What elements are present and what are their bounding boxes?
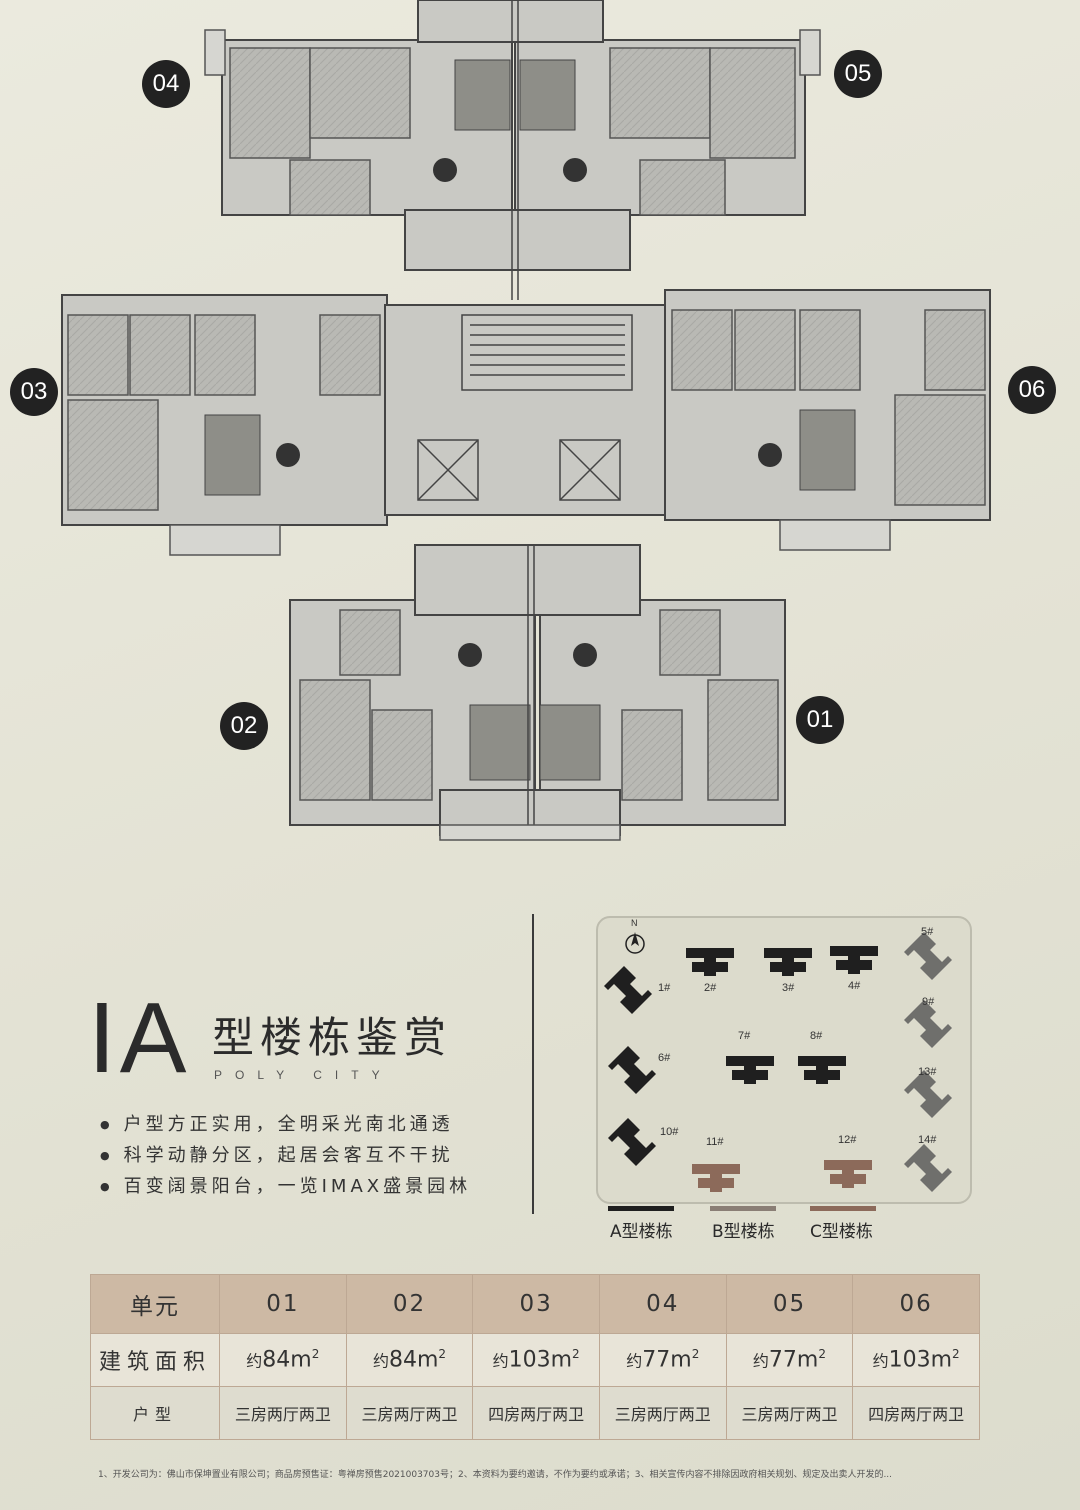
- table-row: 建筑面积 约84m2 约84m2 约103m2 约77m2 约77m2 约103…: [90, 1333, 980, 1387]
- building-label-2: 2#: [704, 982, 717, 994]
- legal-footnote: 1、开发公司为：佛山市保坤置业有限公司；商品房预售证：粤禅房预售20210037…: [98, 1470, 893, 1480]
- area-cell: 约84m2: [345, 1333, 474, 1387]
- site-map-graphic: [604, 932, 952, 1192]
- building-11-icon: [692, 1164, 740, 1192]
- legend-label-b: B型楼栋: [712, 1222, 775, 1242]
- building-label-12: 12#: [838, 1134, 857, 1146]
- area-cell: 约103m2: [472, 1333, 600, 1387]
- unit-cell: 05: [725, 1274, 854, 1334]
- building-type-mark: IA: [88, 982, 191, 1094]
- building-2-icon: [686, 948, 734, 976]
- divider: [532, 914, 534, 1214]
- layout-cell: 三房两厅两卫: [598, 1386, 727, 1440]
- building-7-icon: [726, 1056, 774, 1084]
- page-subtitle: POLY CITY: [214, 1068, 393, 1082]
- page-title: 型楼栋鉴赏: [212, 1013, 453, 1062]
- building-label-1: 1#: [658, 982, 671, 994]
- building-12-icon: [824, 1160, 872, 1188]
- building-9-icon: [904, 1000, 952, 1048]
- building-label-3: 3#: [782, 982, 795, 994]
- unit-cell: 06: [852, 1274, 980, 1334]
- feature-item: 科学动静分区，起居会客互不干扰: [100, 1141, 471, 1166]
- unit-spec-table: 单元 01 02 03 04 05 06 建筑面积 约84m2 约84m2 约1…: [90, 1274, 980, 1440]
- row-header-area: 建筑面积: [90, 1333, 220, 1387]
- building-13-icon: [904, 1070, 952, 1118]
- building-3-icon: [764, 948, 812, 976]
- table-row: 户型 三房两厅两卫 三房两厅两卫 四房两厅两卫 三房两厅两卫 三房两厅两卫 四房…: [90, 1386, 980, 1440]
- legend-label-c: C型楼栋: [810, 1222, 873, 1242]
- central-core: [384, 304, 666, 516]
- building-label-4: 4#: [848, 980, 861, 992]
- legend-label-a: A型楼栋: [610, 1222, 673, 1242]
- unit-cell: 03: [472, 1274, 600, 1334]
- building-label-11: 11#: [706, 1136, 724, 1148]
- unit-label-04: 04: [142, 60, 190, 108]
- area-cell: 约77m2: [598, 1333, 727, 1387]
- building-label-5: 5#: [921, 926, 934, 938]
- unit-label-06: 06: [1008, 366, 1056, 414]
- building-4-icon: [830, 946, 878, 974]
- feature-list: 户型方正实用，全明采光南北通透 科学动静分区，起居会客互不干扰 百变阔景阳台，一…: [100, 1110, 471, 1203]
- feature-item: 户型方正实用，全明采光南北通透: [100, 1110, 471, 1135]
- layout-cell: 三房两厅两卫: [725, 1386, 854, 1440]
- layout-cell: 三房两厅两卫: [345, 1386, 474, 1440]
- unit-label-01: 01: [796, 696, 844, 744]
- building-10-icon: [608, 1118, 656, 1166]
- unit-label-05: 05: [834, 50, 882, 98]
- unit-label-02: 02: [220, 702, 268, 750]
- unit-cell: 01: [219, 1274, 347, 1334]
- row-header-unit: 单元: [90, 1274, 220, 1334]
- feature-item: 百变阔景阳台，一览IMAX盛景园林: [100, 1172, 471, 1197]
- building-14-icon: [904, 1144, 952, 1192]
- row-header-layout: 户型: [90, 1386, 220, 1440]
- building-label-6: 6#: [658, 1052, 671, 1064]
- legend-swatch-c: [810, 1206, 876, 1211]
- legend-swatch-b: [710, 1206, 776, 1211]
- building-label-8: 8#: [810, 1030, 823, 1042]
- table-row: 单元 01 02 03 04 05 06: [90, 1274, 980, 1334]
- building-label-14: 14#: [918, 1134, 937, 1146]
- area-cell: 约84m2: [219, 1333, 347, 1387]
- compass-icon: [625, 932, 645, 954]
- building-label-13: 13#: [918, 1066, 937, 1078]
- floor-plan: [61, 0, 991, 841]
- building-label-10: 10#: [660, 1126, 679, 1138]
- legend-swatch-a: [608, 1206, 674, 1211]
- unit-cell: 02: [345, 1274, 474, 1334]
- building-5-icon: [904, 932, 952, 980]
- unit-cell: 04: [598, 1274, 727, 1334]
- building-label-7: 7#: [738, 1030, 751, 1042]
- building-label-9: 9#: [922, 996, 935, 1008]
- layout-cell: 四房两厅两卫: [472, 1386, 600, 1440]
- layout-cell: 四房两厅两卫: [852, 1386, 980, 1440]
- area-cell: 约103m2: [852, 1333, 980, 1387]
- compass-label: N: [631, 918, 638, 928]
- layout-cell: 三房两厅两卫: [219, 1386, 347, 1440]
- building-6-icon: [608, 1046, 656, 1094]
- unit-label-03: 03: [10, 368, 58, 416]
- area-cell: 约77m2: [725, 1333, 854, 1387]
- site-map: N 1# 2# 3# 4# 5# 6# 7# 8# 9# 10# 11# 12#…: [596, 916, 972, 1204]
- building-1-icon: [604, 966, 652, 1014]
- building-8-icon: [798, 1056, 846, 1084]
